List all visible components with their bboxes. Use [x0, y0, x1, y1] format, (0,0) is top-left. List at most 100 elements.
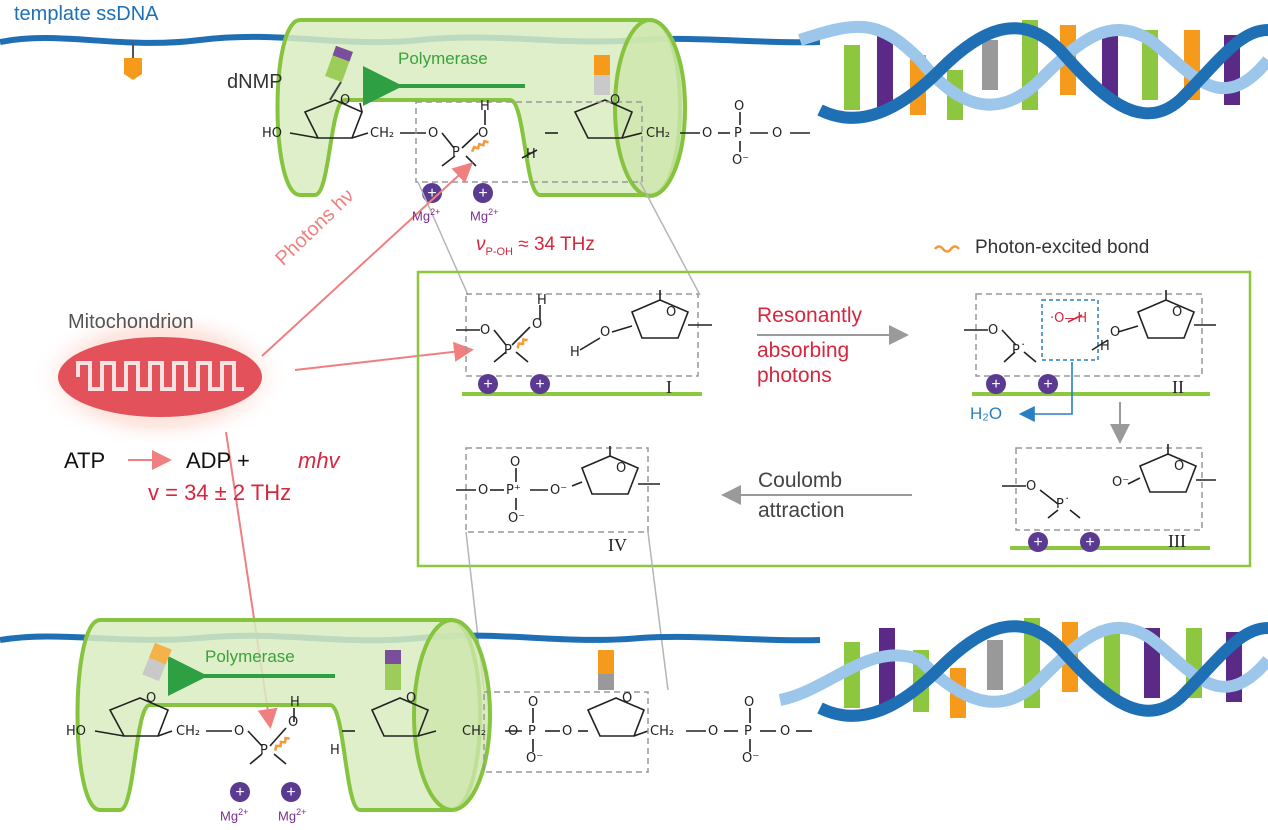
chem-o5-bottom: O — [708, 724, 719, 739]
p3-o1: O — [1026, 479, 1037, 494]
top-chemistry — [289, 99, 810, 167]
p1-p: P — [504, 343, 512, 358]
panel-i: + + — [456, 290, 712, 396]
svg-text:+: + — [535, 376, 544, 393]
mg-label-bottom-2: Mg2+ — [278, 807, 307, 824]
chem-oh-o-top: O — [478, 126, 489, 141]
svg-text:+: + — [478, 185, 487, 202]
p4-o1: O — [478, 483, 489, 498]
coulomb-label-1: Coulomb — [758, 469, 843, 492]
p1-o2: O — [532, 317, 543, 332]
p1-ring-o: O — [666, 305, 677, 320]
chem-o7-bottom: O — [780, 724, 791, 739]
h2o-label: H₂O — [970, 404, 1003, 423]
dnmp-label: dNMP — [227, 71, 283, 93]
p3-o-minus: O⁻ — [1112, 475, 1130, 490]
svg-text:+: + — [427, 185, 436, 202]
p1-o3: O — [600, 325, 611, 340]
polymerase-label-bottom: Polymerase — [205, 647, 295, 666]
p3-p: P˙ — [1056, 497, 1071, 512]
legend-photon-bond-label: Photon-excited bond — [975, 237, 1150, 258]
chem-oh-h-bottom: H — [290, 695, 300, 710]
chem-o3-bottom: O — [528, 695, 539, 710]
p2-o1: O — [988, 323, 999, 338]
nu-p-oh-label: νP-OH ≈ 34 THz — [476, 234, 595, 258]
chem-o-top: O — [428, 126, 439, 141]
chem-oh-h-top: H — [480, 99, 490, 114]
top-polymerase — [275, 18, 687, 198]
chem-p2-bottom: P — [528, 724, 536, 739]
p4-o2: O — [510, 455, 521, 470]
svg-text:+: + — [483, 376, 492, 393]
chem-ring-o-bottom: O — [146, 691, 157, 706]
p4-o-minus: O⁻ — [508, 511, 526, 526]
template-ssdna-label: template ssDNA — [14, 3, 159, 25]
p2-o3: O — [1110, 325, 1121, 340]
p2-ring-o: O — [1172, 305, 1183, 320]
coulomb-label-2: attraction — [758, 499, 845, 522]
mg-ion-bottom-1 — [230, 782, 250, 802]
step-label-iii: III — [1168, 531, 1186, 551]
mitochondrion — [30, 307, 290, 447]
panel-ii: + + — [964, 290, 1216, 422]
bottom-dna-helix — [778, 618, 1268, 722]
chem-p3-bottom: P — [744, 724, 752, 739]
mhv-label: mhv — [298, 448, 340, 473]
chem-ch2-2-top: CH₂ — [646, 126, 671, 141]
chem-ho-top: HO — [262, 126, 283, 141]
panel-iv — [456, 446, 660, 533]
resonantly-label-3: photons — [757, 364, 832, 387]
chem-p-bottom: P — [260, 743, 268, 758]
mitochondrion-label: Mitochondrion — [68, 311, 194, 333]
panel-iii: + + — [1002, 444, 1216, 552]
resonantly-label-2: absorbing — [757, 339, 850, 362]
frequency-equation: v = 34 ± 2 THz — [148, 480, 292, 505]
chem-ch2-3-bottom: CH₂ — [650, 724, 675, 739]
chem-o-minus-bottom: O⁻ — [526, 751, 544, 766]
mechanism-box — [416, 270, 1252, 568]
chem-ring-o-top: O — [340, 93, 351, 108]
chem-ch2-2-bottom: CH₂ — [462, 724, 487, 739]
chem-o4-bottom: O — [562, 724, 573, 739]
photon-bond-legend — [934, 245, 960, 253]
mg-ion-bottom-2 — [281, 782, 301, 802]
mg-ion-top-1 — [422, 183, 442, 203]
chem-ring-o2-top: O — [610, 93, 621, 108]
p2-oh-radical: ·O—H — [1050, 311, 1088, 326]
top-dna-helix — [798, 20, 1268, 124]
chem-o2-bottom: O — [508, 724, 519, 739]
chem-o6-bottom: O — [744, 695, 755, 710]
svg-text:+: + — [991, 376, 1000, 393]
mg-label-bottom-1: Mg2+ — [220, 807, 249, 824]
bottom-chemistry — [94, 697, 812, 765]
p1-h2: H — [570, 345, 580, 360]
p1-o1: O — [480, 323, 491, 338]
chem-o-minus-top: O⁻ — [732, 153, 750, 168]
p2-h: H — [1100, 339, 1110, 354]
svg-text:+: + — [1033, 534, 1042, 551]
p4-p: P⁺ — [506, 483, 521, 498]
p4-ring-o: O — [616, 461, 627, 476]
chem-ring-o2-bottom: O — [406, 691, 417, 706]
step-label-iv: IV — [608, 535, 627, 555]
p1-h: H — [537, 293, 547, 308]
svg-text:+: + — [1043, 376, 1052, 393]
ssdna-base — [124, 58, 142, 80]
atp-label: ATP — [64, 448, 106, 473]
chem-o3-top: O — [734, 99, 745, 114]
resonantly-label-1: Resonantly — [757, 304, 863, 327]
chem-ring-o3-bottom: O — [622, 691, 633, 706]
chem-ho-bottom: HO — [66, 724, 87, 739]
step-label-i: I — [666, 377, 672, 397]
chem-o2-top: O — [702, 126, 713, 141]
svg-text:+: + — [1085, 534, 1094, 551]
mg-label-top-2: Mg2+ — [470, 207, 499, 224]
mg-ion-top-2 — [473, 183, 493, 203]
chem-h-top: H — [526, 147, 536, 162]
polymerase-label-top: Polymerase — [398, 49, 488, 68]
step-label-ii: II — [1172, 377, 1184, 397]
adp-label: ADP + — [186, 448, 250, 473]
chem-oh-o-bottom: O — [288, 715, 299, 730]
chem-p2-top: P — [734, 126, 742, 141]
